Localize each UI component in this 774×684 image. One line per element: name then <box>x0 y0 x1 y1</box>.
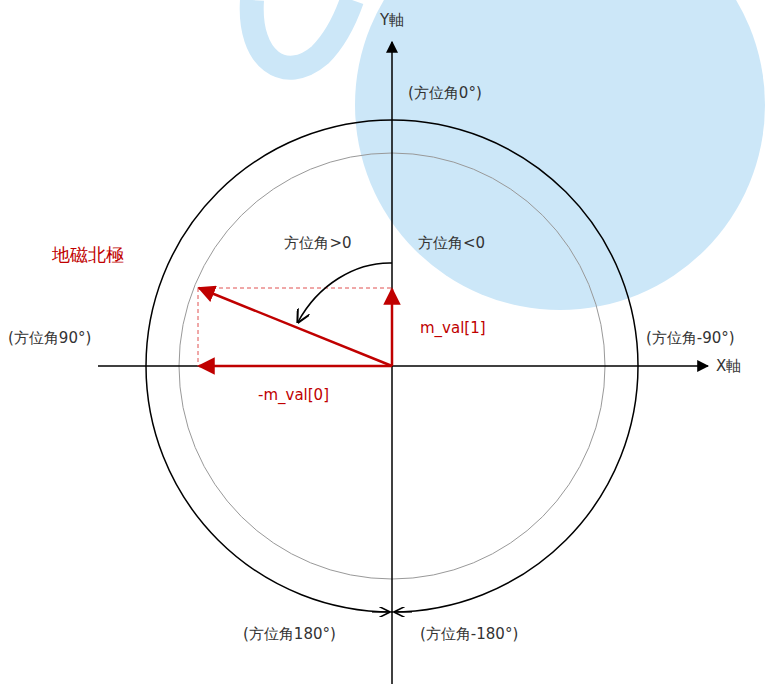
boundary-arrow <box>372 611 389 612</box>
rotation-arrow <box>298 263 392 322</box>
vector-arrow <box>199 288 392 366</box>
angle-label: (方位角0°) <box>408 84 482 102</box>
axis-label: Y軸 <box>380 11 404 29</box>
background-band <box>252 0 352 68</box>
axis-label: X軸 <box>716 357 741 375</box>
vector-label: m_val[1] <box>420 319 486 337</box>
boundary-arrow <box>395 611 412 612</box>
vector-label: -m_val[0] <box>258 386 329 404</box>
dash-line <box>198 288 199 366</box>
vector-arrow <box>391 289 394 366</box>
angle-label: (方位角90°) <box>8 329 91 347</box>
angle-label: (方位角180°) <box>243 625 336 643</box>
y-axis <box>391 42 393 684</box>
angle-label: (方位角-90°) <box>646 329 735 347</box>
angle-label: 方位角>0 <box>284 234 351 252</box>
background-blob <box>355 0 765 310</box>
angle-label: 方位角<0 <box>418 234 485 252</box>
x-axis <box>98 365 708 367</box>
angle-label: (方位角-180°) <box>420 625 518 643</box>
dash-line <box>198 288 392 289</box>
vector-arrow <box>199 365 392 368</box>
pole-label: 地磁北極 <box>52 244 124 266</box>
